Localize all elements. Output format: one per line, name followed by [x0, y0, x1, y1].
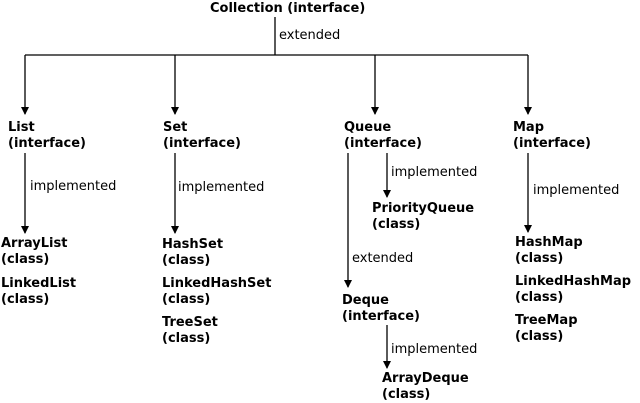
set-edge-label: implemented	[178, 180, 265, 195]
treemap-kind: (class)	[515, 329, 564, 344]
linkedlist-kind: (class)	[1, 292, 50, 307]
linkedhashset-name: LinkedHashSet	[162, 276, 272, 291]
collection-node-title: Collection (interface)	[210, 1, 366, 16]
queue-node-name: Queue	[344, 120, 392, 135]
deque-node-name: Deque	[342, 293, 389, 308]
linkedlist-name: LinkedList	[1, 276, 77, 291]
list-node-name: List	[8, 120, 35, 135]
queue-implemented-label: implemented	[391, 165, 478, 180]
deque-node-kind: (interface)	[342, 309, 420, 324]
arraydeque-kind: (class)	[382, 387, 431, 402]
hashset-name: HashSet	[162, 237, 224, 252]
queue-extended-label: extended	[352, 251, 414, 266]
arraylist-name: ArrayList	[1, 236, 68, 251]
priorityqueue-name: PriorityQueue	[372, 201, 475, 216]
queue-node-kind: (interface)	[344, 136, 422, 151]
priorityqueue-kind: (class)	[372, 217, 421, 232]
arraylist-kind: (class)	[1, 252, 50, 267]
hashmap-kind: (class)	[515, 251, 564, 266]
arraydeque-name: ArrayDeque	[382, 371, 469, 386]
root-edge-label: extended	[279, 28, 341, 43]
list-edge-label: implemented	[30, 179, 117, 194]
deque-edge-label: implemented	[391, 342, 478, 357]
set-node-kind: (interface)	[163, 136, 241, 151]
map-edge-label: implemented	[533, 183, 620, 198]
hashset-kind: (class)	[162, 253, 211, 268]
list-node-kind: (interface)	[8, 136, 86, 151]
linkedhashset-kind: (class)	[162, 292, 211, 307]
set-node-name: Set	[163, 120, 188, 135]
treemap-name: TreeMap	[515, 313, 578, 328]
map-node-kind: (interface)	[513, 136, 591, 151]
linkedhashmap-kind: (class)	[515, 290, 564, 305]
hashmap-name: HashMap	[515, 235, 583, 250]
map-node-name: Map	[513, 120, 545, 135]
linkedhashmap-name: LinkedHashMap	[515, 274, 632, 289]
treeset-kind: (class)	[162, 331, 211, 346]
treeset-name: TreeSet	[162, 315, 218, 330]
